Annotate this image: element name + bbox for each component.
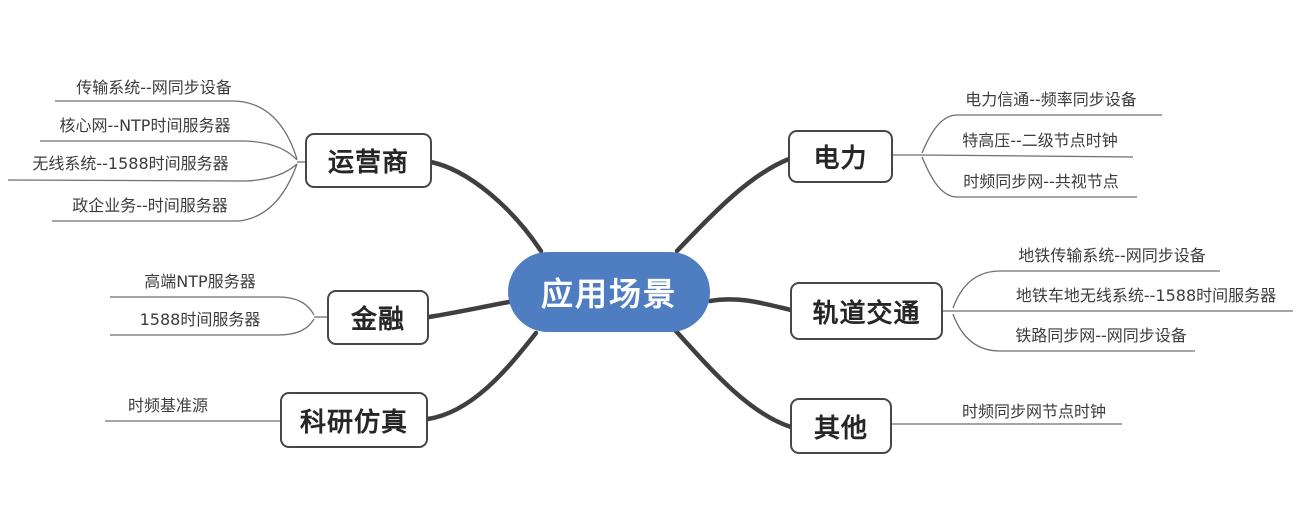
leaf-rail-metro-wireless[interactable]: 地铁车地无线系统--1588时间服务器 xyxy=(1015,286,1277,305)
leaf-rail-railway-syncnet[interactable]: 铁路同步网--网同步设备 xyxy=(1015,326,1187,345)
node-research[interactable]: 科研仿真 xyxy=(280,392,428,448)
fork-rail xyxy=(943,270,1293,352)
node-power[interactable]: 电力 xyxy=(788,130,893,183)
branch-curve-rail xyxy=(707,297,794,313)
leaf-operator-corenet[interactable]: 核心网--NTP时间服务器 xyxy=(59,116,231,135)
leaf-rail-metro-transport[interactable]: 地铁传输系统--网同步设备 xyxy=(1018,246,1206,265)
branch-curve-power xyxy=(674,156,792,254)
fork-power xyxy=(893,114,1162,198)
node-other[interactable]: 其他 xyxy=(790,398,892,454)
branch-curve-other xyxy=(672,327,794,430)
fork-operator xyxy=(7,100,306,222)
leaf-operator-wireless[interactable]: 无线系统--1588时间服务器 xyxy=(32,154,229,173)
leaf-power-uhv[interactable]: 特高压--二级节点时钟 xyxy=(962,131,1118,150)
leaf-other-nodeclock[interactable]: 时频同步网节点时钟 xyxy=(961,402,1106,421)
leaf-power-telecom[interactable]: 电力信通--频率同步设备 xyxy=(965,90,1137,109)
leaf-research-reference[interactable]: 时频基准源 xyxy=(127,396,208,415)
node-root[interactable]: 应用场景 xyxy=(508,252,710,332)
node-rail[interactable]: 轨道交通 xyxy=(790,282,943,340)
node-finance[interactable]: 金融 xyxy=(327,290,429,345)
leaf-finance-ntp[interactable]: 高端NTP服务器 xyxy=(144,272,256,291)
branch-curve-research xyxy=(425,330,539,422)
leaf-power-syncnet[interactable]: 时频同步网--共视节点 xyxy=(963,172,1119,191)
fork-finance xyxy=(110,296,328,336)
branch-curve-finance xyxy=(426,299,512,320)
leaf-operator-gov[interactable]: 政企业务--时间服务器 xyxy=(72,196,228,215)
leaf-operator-transport[interactable]: 传输系统--网同步设备 xyxy=(76,78,232,97)
leaf-finance-1588[interactable]: 1588时间服务器 xyxy=(139,310,261,329)
branch-curve-operator xyxy=(428,159,544,254)
node-operator[interactable]: 运营商 xyxy=(305,133,432,188)
